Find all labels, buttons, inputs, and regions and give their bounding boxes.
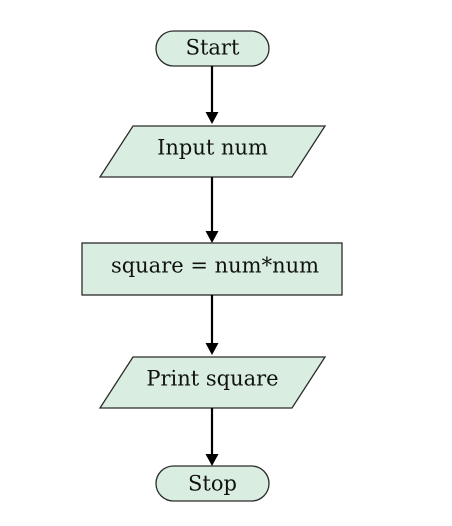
start-node: Start [155, 30, 270, 67]
output-node: Print square [98, 356, 327, 409]
arrowhead [205, 231, 219, 243]
process-node: square = num*num [81, 242, 343, 296]
process-label: square = num*num [111, 254, 319, 278]
input-label: Input num [157, 136, 268, 160]
start-label: Start [186, 36, 240, 60]
arrowhead [205, 343, 219, 355]
arrowhead [205, 112, 219, 124]
arrowhead [205, 454, 219, 466]
arrow-start-to-input [205, 66, 219, 124]
process-rectangle-shape [81, 242, 343, 296]
input-parallelogram-shape [98, 125, 327, 178]
input-node: Input num [98, 125, 327, 178]
arrow-process-to-output [205, 295, 219, 355]
output-parallelogram-shape [98, 356, 327, 409]
arrow-output-to-stop [205, 408, 219, 466]
stop-label: Stop [188, 472, 237, 496]
output-label: Print square [146, 367, 278, 391]
stop-node: Stop [155, 465, 270, 502]
stop-terminator-shape [155, 465, 270, 502]
arrow-input-to-process [205, 177, 219, 243]
